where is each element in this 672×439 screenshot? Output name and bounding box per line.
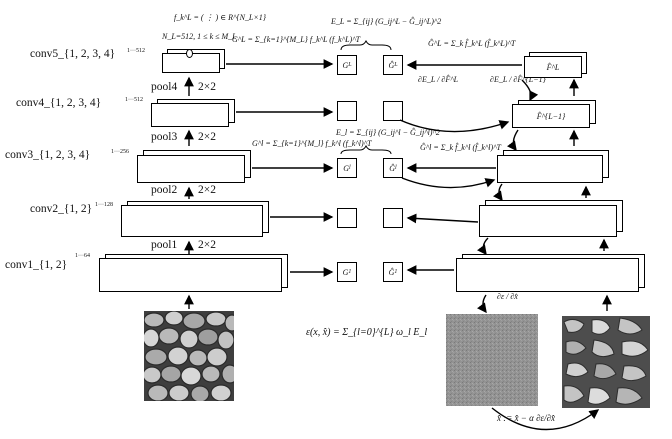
noise-input-image: [446, 314, 538, 406]
total-loss-equation: ε(x, x̂) = Σ_{l=0}^{L} ω_l E_l: [306, 327, 428, 338]
synth-conv2-map: [479, 205, 617, 237]
pool3-factor: 2×2: [198, 131, 216, 143]
gram-matrix-hat-conv2: [383, 208, 403, 228]
conv5-range: 1···512: [127, 48, 145, 54]
conv4-label: conv4_{1, 2, 3, 4}: [16, 97, 102, 109]
pool1-label: pool1: [151, 239, 178, 251]
original-texture-image: [144, 311, 234, 401]
conv3-range: 1···256: [111, 149, 129, 155]
synth-conv3-map: [497, 155, 603, 183]
pool4-factor: 2×2: [198, 81, 216, 93]
pool4-label: pool4: [151, 81, 178, 93]
synth-conv4-map: F̂^{L−1}: [512, 104, 590, 128]
gradient-feature-L-minus-1: ∂E_L / ∂F̂^{L−1}: [490, 75, 546, 84]
gram-matrix-hat-conv4: [383, 101, 403, 121]
loss-gradient-label: ∂ε / ∂x̂: [497, 292, 518, 301]
conv3-label: conv3_{1, 2, 3, 4}: [5, 149, 91, 161]
feature-vector-marker: [186, 49, 193, 58]
layer-size-constraint: N_L=512, 1 ≤ k ≤ M_L: [162, 32, 237, 41]
layer-error-top: E_L = Σ_{ij} (G_ij^L − Ĝ_ij^L)^2: [331, 17, 442, 26]
gram-definition-top: G^L = Σ_{k=1}^{M_L} f_k^L (f_k^L)^T: [232, 35, 361, 44]
synth-conv5-map: F̂^L: [524, 56, 582, 78]
conv5-label: conv5_{1, 2, 3, 4}: [30, 48, 116, 60]
layer-error-mid: E_l = Σ_{ij} (G_ij^l − Ĝ_ij^l)^2: [336, 128, 440, 137]
conv1-map: [99, 258, 282, 292]
pool3-label: pool3: [151, 131, 178, 143]
pool1-factor: 2×2: [198, 239, 216, 251]
conv1-range: 1···64: [75, 253, 90, 259]
gram-hat-definition-mid: Ĝ^l = Σ_k f̂_k^l (f̂_k^l)^T: [420, 143, 501, 152]
gram-hat-definition-top: Ĝ^L = Σ_k f̂_k^L (f̂_k^L)^T: [428, 39, 516, 48]
gram-matrix-conv4: [337, 101, 357, 121]
conv2-label: conv2_{1, 2}: [30, 203, 93, 215]
gradient-feature-L: ∂E_L / ∂F̂^L: [418, 75, 459, 84]
conv2-map: [121, 205, 263, 237]
conv4-map: [151, 103, 229, 127]
feature-vector-equation: f_k^L = ( ⋮ ) ∈ R^{N_L×1}: [174, 13, 266, 22]
pool2-label: pool2: [151, 184, 178, 196]
conv4-range: 1···512: [125, 97, 143, 103]
conv1-label: conv1_{1, 2}: [5, 259, 68, 271]
synth-conv1-map: [456, 258, 639, 292]
conv3-map: [137, 155, 245, 183]
gram-definition-mid: G^l = Σ_{k=1}^{M_l} f_k^l (f_k^l)^T: [252, 139, 372, 148]
update-rule: x̂ := x̂ − α ∂ε/∂x̂: [497, 413, 556, 423]
pool2-factor: 2×2: [198, 184, 216, 196]
conv2-range: 1···128: [95, 202, 113, 208]
gram-matrix-conv2: [337, 208, 357, 228]
synthesized-texture-image: [562, 316, 650, 408]
